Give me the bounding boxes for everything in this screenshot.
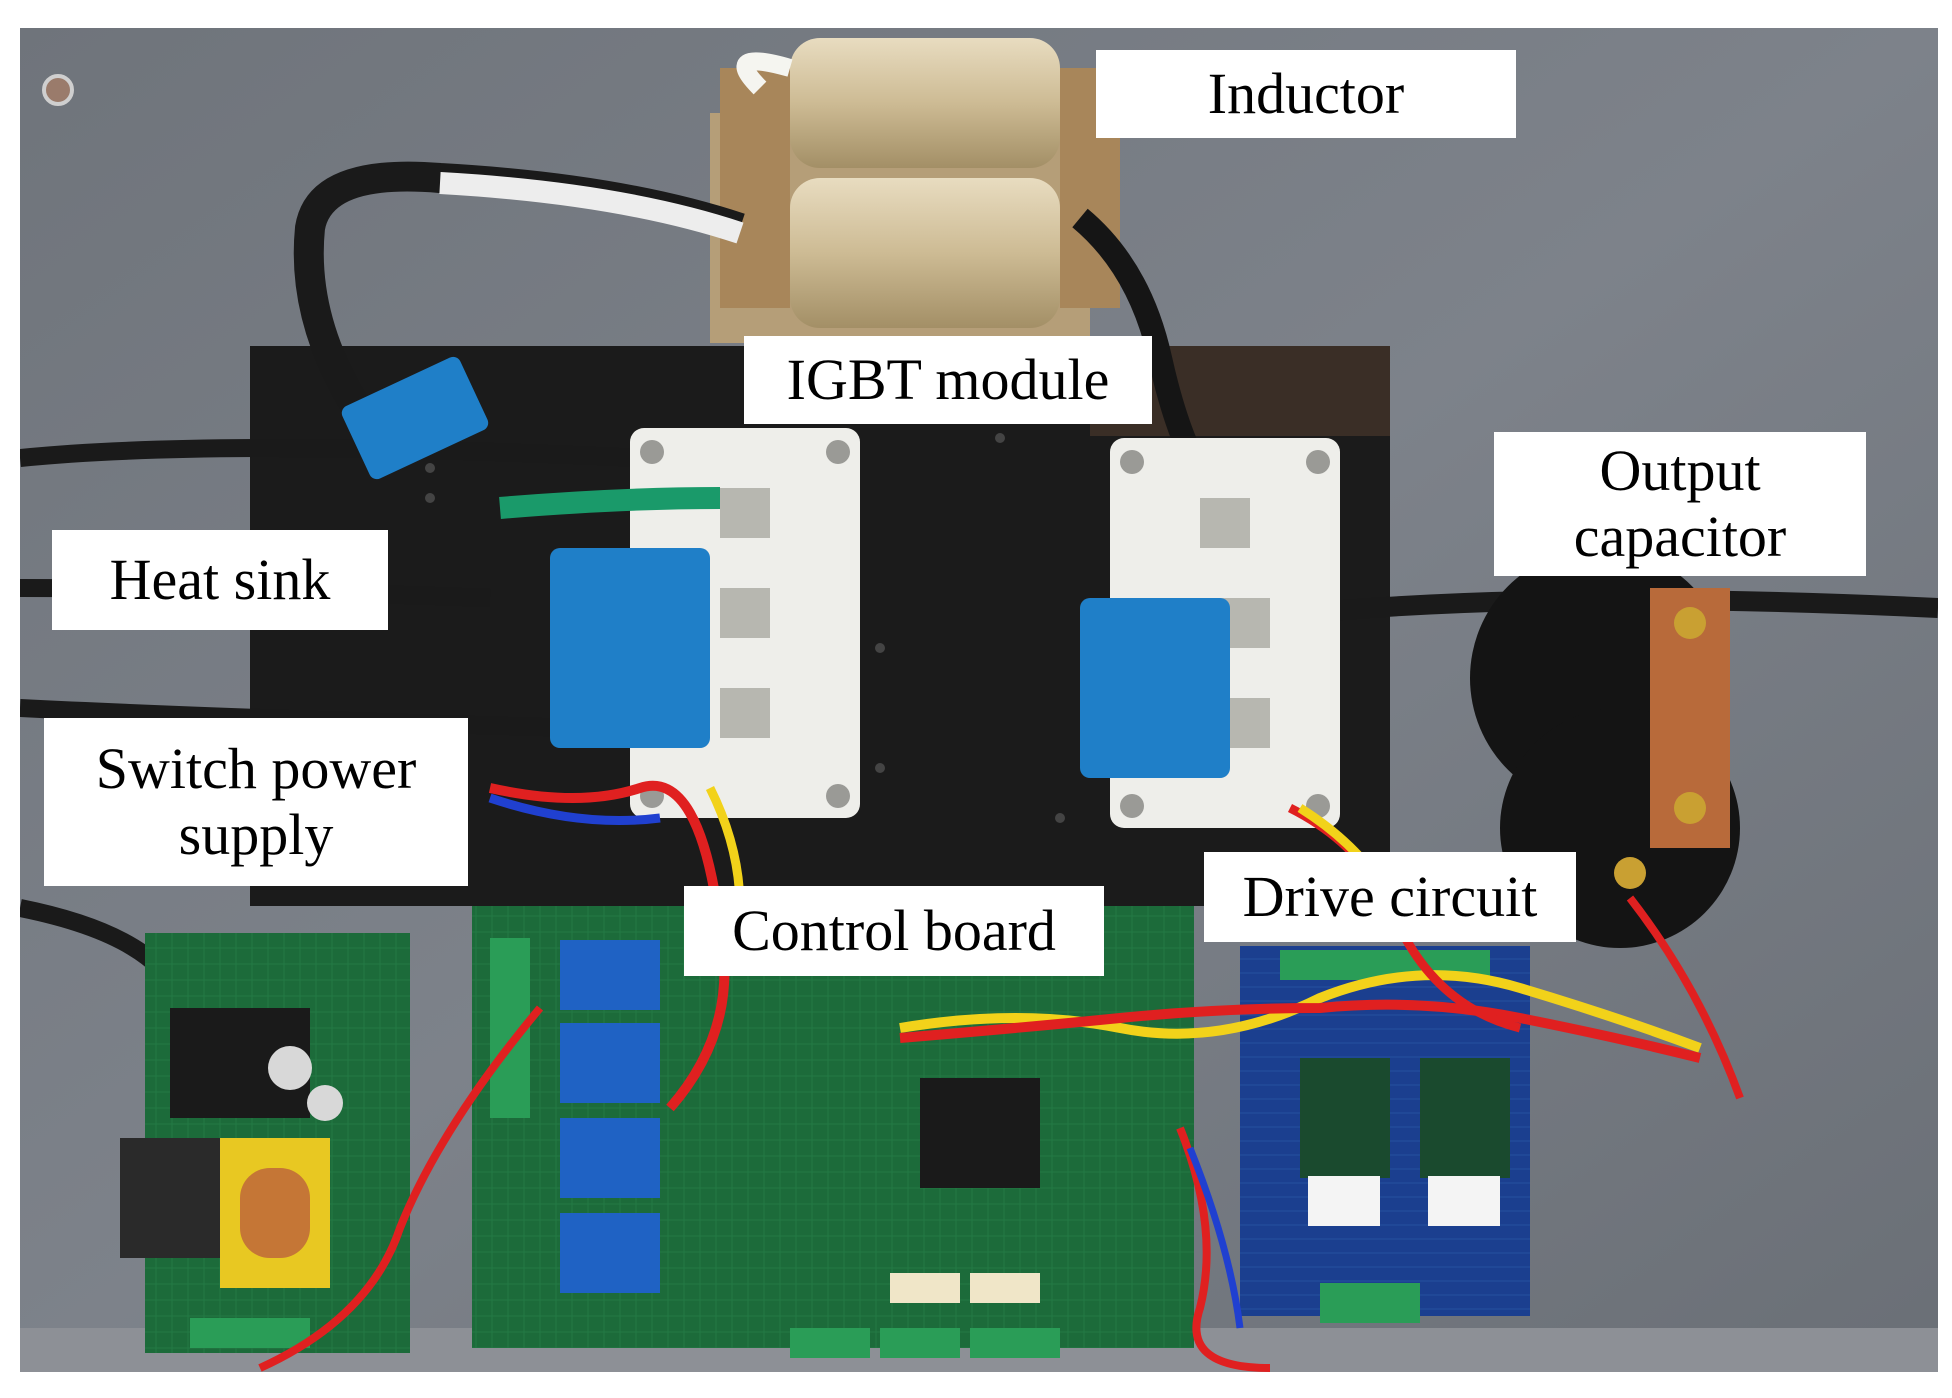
mounting-hole [42,74,74,106]
label-control-board: Control board [684,886,1104,976]
label-switch-power-supply-line2: supply [178,802,334,867]
control-board [472,906,1194,1358]
inductor [710,38,1120,343]
switch-power-supply-board [120,933,410,1353]
label-switch-power-supply-line1: Switch power [95,736,417,801]
igbt-module-1 [550,428,860,818]
label-heat-sink: Heat sink [52,530,388,630]
label-output-capacitor: Output capacitor [1494,432,1866,576]
label-drive-circuit: Drive circuit [1204,852,1576,942]
label-igbt-module: IGBT module [744,336,1152,424]
label-output-capacitor-line2: capacitor [1573,504,1787,569]
current-sensor [341,356,489,480]
cable [20,439,641,467]
power-electronics-photo [20,28,1938,1372]
twisted-wires [488,780,730,1112]
igbt-module-2 [1080,438,1340,828]
label-switch-power-supply: Switch power supply [44,718,468,886]
label-inductor: Inductor [1096,50,1516,138]
label-output-capacitor-line1: Output [1599,438,1761,503]
